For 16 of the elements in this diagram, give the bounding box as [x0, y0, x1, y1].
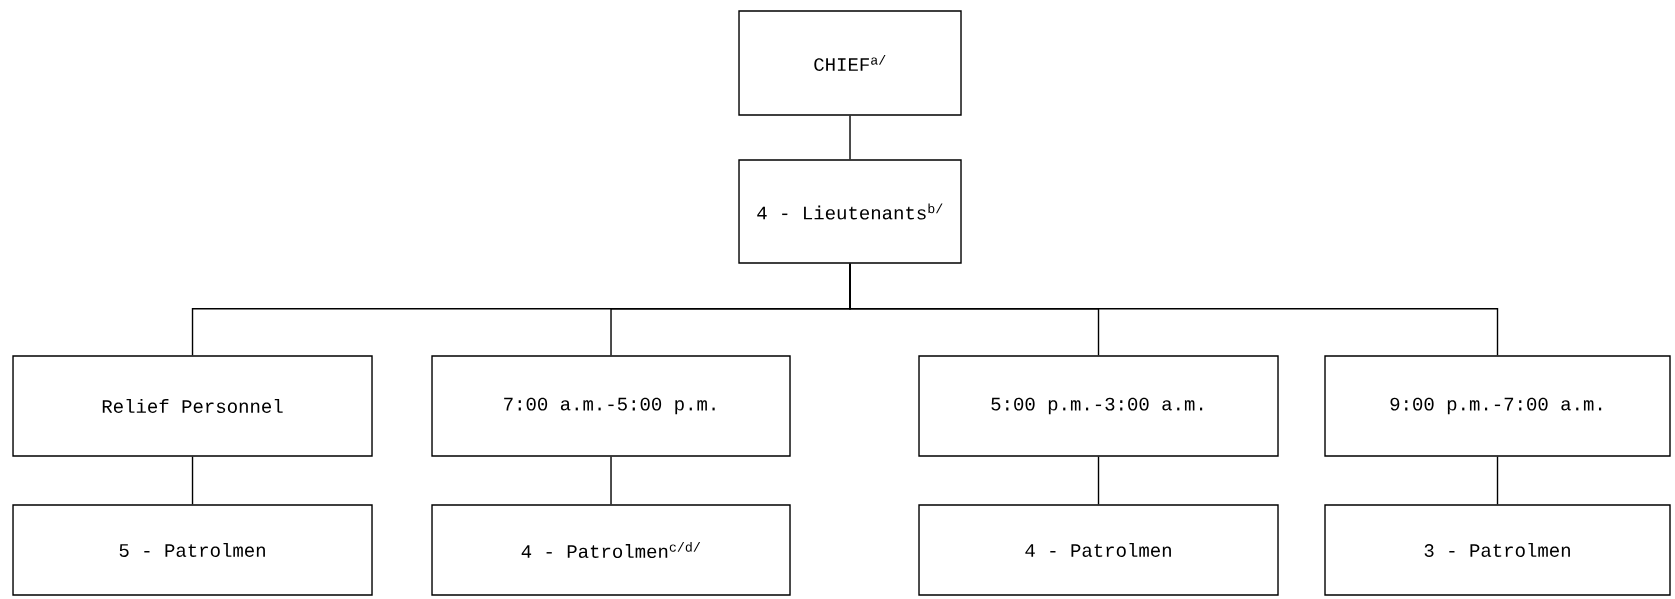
connector-line	[191, 456, 194, 505]
shift-box: 7:00 a.m.-5:00 p.m.	[431, 355, 791, 457]
patrolmen-box: 5 - Patrolmen	[12, 504, 373, 596]
connector-line	[1496, 456, 1499, 505]
connector-line	[1097, 456, 1100, 505]
patrolmen-box: 4 - Patrolmen	[918, 504, 1279, 596]
shift-box: 5:00 p.m.-3:00 a.m.	[918, 355, 1279, 457]
chief-box: CHIEF$^{a/}$	[738, 10, 962, 116]
patrolmen-box: 4 - Patrolmen$^{c/d/}$	[431, 504, 791, 596]
connector-line	[849, 263, 1499, 356]
lieutenants-box: 4 - Lieutenants$^{b/}$	[738, 159, 962, 264]
shift-box: Relief Personnel	[12, 355, 373, 457]
patrolmen-box: 3 - Patrolmen	[1324, 504, 1671, 596]
shift-box: 9:00 p.m.-7:00 a.m.	[1324, 355, 1671, 457]
connector-line	[610, 456, 612, 505]
connector-line	[849, 115, 851, 160]
